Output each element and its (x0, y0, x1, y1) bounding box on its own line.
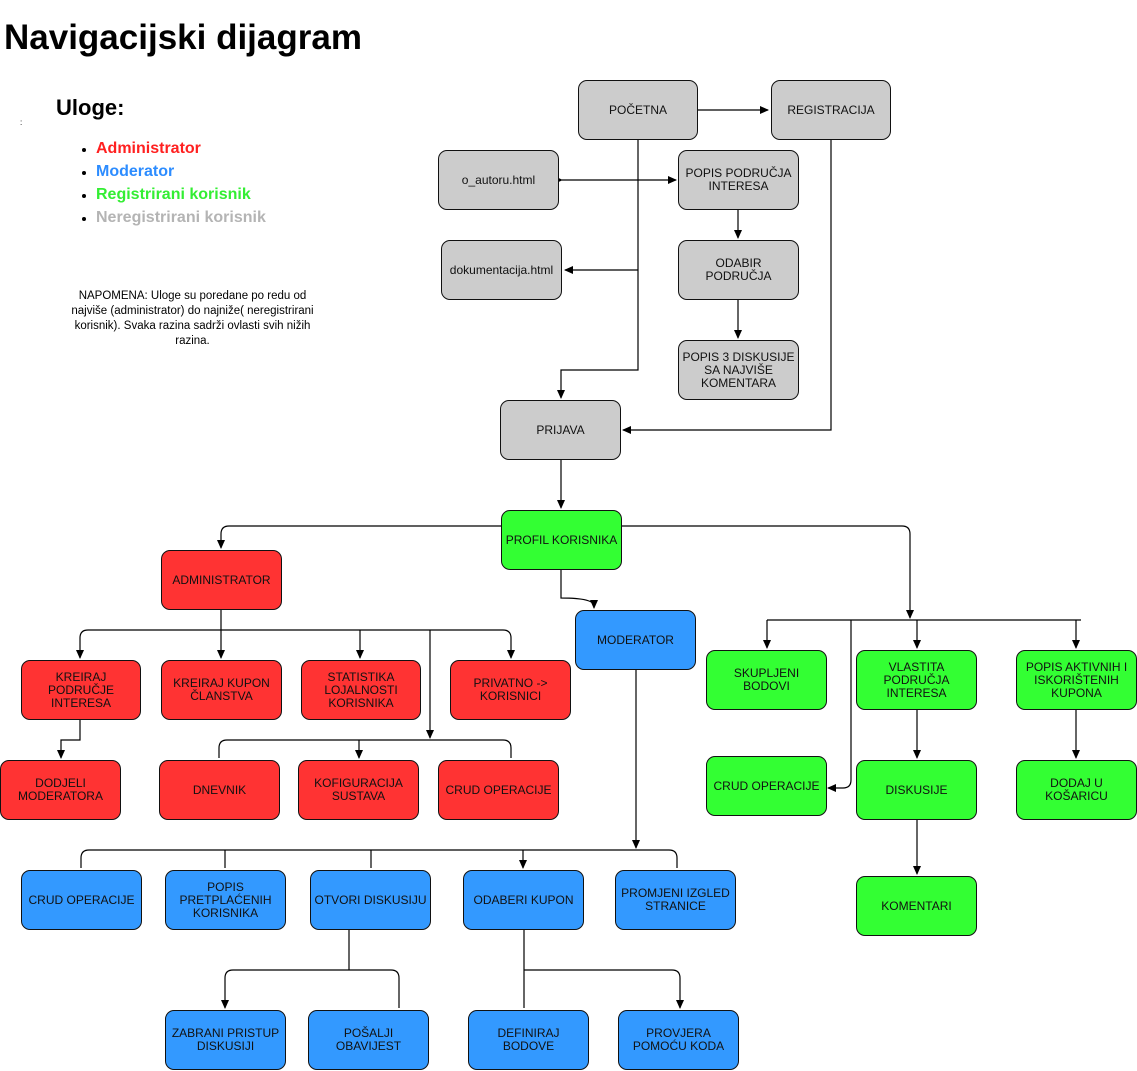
edge-admin-bus (88, 610, 512, 639)
node-odabir-podrucja[interactable]: ODABIR PODRUČJA (678, 240, 799, 300)
node-administrator[interactable]: ADMINISTRATOR (161, 550, 282, 610)
legend-item-administrator: Administrator (96, 138, 266, 161)
node-popis-podrucja[interactable]: POPIS PODRUČJA INTERESA (678, 150, 799, 210)
node-moderator[interactable]: MODERATOR (575, 610, 696, 670)
node-odaberi-kupon[interactable]: ODABERI KUPON (463, 870, 584, 930)
node-dodaj-kosaricu[interactable]: DODAJ U KOŠARICU (1016, 760, 1137, 820)
node-kreiraj-kupon[interactable]: KREIRAJ KUPON ČLANSTVA (161, 660, 282, 720)
node-zabrani-pristup[interactable]: ZABRANI PRISTUP DISKUSIJI (165, 1010, 286, 1070)
node-komentari[interactable]: KOMENTARI (856, 876, 977, 936)
node-promjeni-izgled[interactable]: PROMJENI IZGLED STRANICE (615, 870, 736, 930)
node-crud-mod[interactable]: CRUD OPERACIJE (21, 870, 142, 930)
node-prijava[interactable]: PRIJAVA (500, 400, 621, 460)
node-o-autoru[interactable]: o_autoru.html (438, 150, 559, 210)
node-popis-kupona[interactable]: POPIS AKTIVNIH I ISKORIŠTENIH KUPONA (1016, 650, 1137, 710)
node-crud-user[interactable]: CRUD OPERACIJE (706, 756, 827, 816)
node-diskusije[interactable]: DISKUSIJE (856, 760, 977, 820)
edge-profil-user-branch (621, 525, 914, 619)
node-otvori-diskusiju[interactable]: OTVORI DISKUSIJU (310, 870, 431, 930)
legend-heading: Uloge: (56, 95, 125, 120)
legend-mark: : (20, 118, 23, 127)
node-pocetna[interactable]: POČETNA (578, 80, 698, 140)
node-profil-korisnika[interactable]: PROFIL KORISNIKA (501, 510, 622, 570)
legend-item-label: Administrator (96, 140, 201, 157)
edge-profil-moderator (560, 570, 598, 609)
node-crud-admin[interactable]: CRUD OPERACIJE (438, 760, 559, 820)
edge-pocetna-prijava (557, 140, 639, 399)
page-title: Navigacijski dijagram (4, 18, 362, 57)
legend-item-unregistered: Neregistrirani korisnik (96, 207, 266, 230)
node-vlastita-podrucja[interactable]: VLASTITA PODRUČJA INTERESA (856, 650, 977, 710)
legend-list: Administrator Moderator Registrirani kor… (78, 138, 266, 230)
legend-item-moderator: Moderator (96, 161, 266, 184)
node-dodjeli-moderatora[interactable]: DODJELI MODERATORA (0, 760, 121, 820)
edge-odaberi-children (523, 930, 680, 1008)
node-privatno[interactable]: PRIVATNO -> KORISNICI (450, 660, 571, 720)
edge-user-crud (827, 620, 852, 792)
edge-otvori-children (225, 930, 400, 1008)
node-statistika[interactable]: STATISTIKA LOJALNOSTI KORISNIKA (301, 660, 421, 720)
node-popis-3-diskusije[interactable]: POPIS 3 DISKUSIJE SA NAJVIŠE KOMENTARA (678, 340, 799, 400)
edge-profil-administrator (217, 525, 501, 549)
legend-item-label: Moderator (96, 163, 175, 180)
node-dnevnik[interactable]: DNEVNIK (159, 760, 280, 820)
edge-admin-lower-bus (218, 739, 512, 758)
legend-item-label: Neregistrirani korisnik (96, 209, 266, 226)
edge-kreiraj-dodjeli (57, 720, 81, 759)
edge-mod-bus (80, 849, 678, 868)
edge-registracija-prijava (622, 140, 832, 434)
node-popis-pretplacenih[interactable]: POPIS PRETPLAĆENIH KORISNIKA (165, 870, 286, 930)
node-definiraj-bodove[interactable]: DEFINIRAJ BODOVE (468, 1010, 589, 1070)
node-provjera-koda[interactable]: PROVJERA POMOĆU KODA (618, 1010, 739, 1070)
node-kreiraj-podrucje[interactable]: KREIRAJ PODRUČJE INTERESA (21, 660, 141, 720)
legend-item-label: Registrirani korisnik (96, 186, 251, 203)
node-posalji-obavijest[interactable]: POŠALJI OBAVIJEST (308, 1010, 429, 1070)
legend-item-registered: Registrirani korisnik (96, 184, 266, 207)
legend-note: NAPOMENA: Uloge su poredane po redu od n… (71, 290, 314, 347)
edge-admin-kreiraj-podrucje (76, 629, 89, 659)
node-konfiguracija[interactable]: KOFIGURACIJA SUSTAVA (298, 760, 419, 820)
node-registracija[interactable]: REGISTRACIJA (771, 80, 891, 140)
node-skupljeni-bodovi[interactable]: SKUPLJENI BODOVI (706, 650, 827, 710)
node-dokumentacija[interactable]: dokumentacija.html (441, 240, 562, 300)
